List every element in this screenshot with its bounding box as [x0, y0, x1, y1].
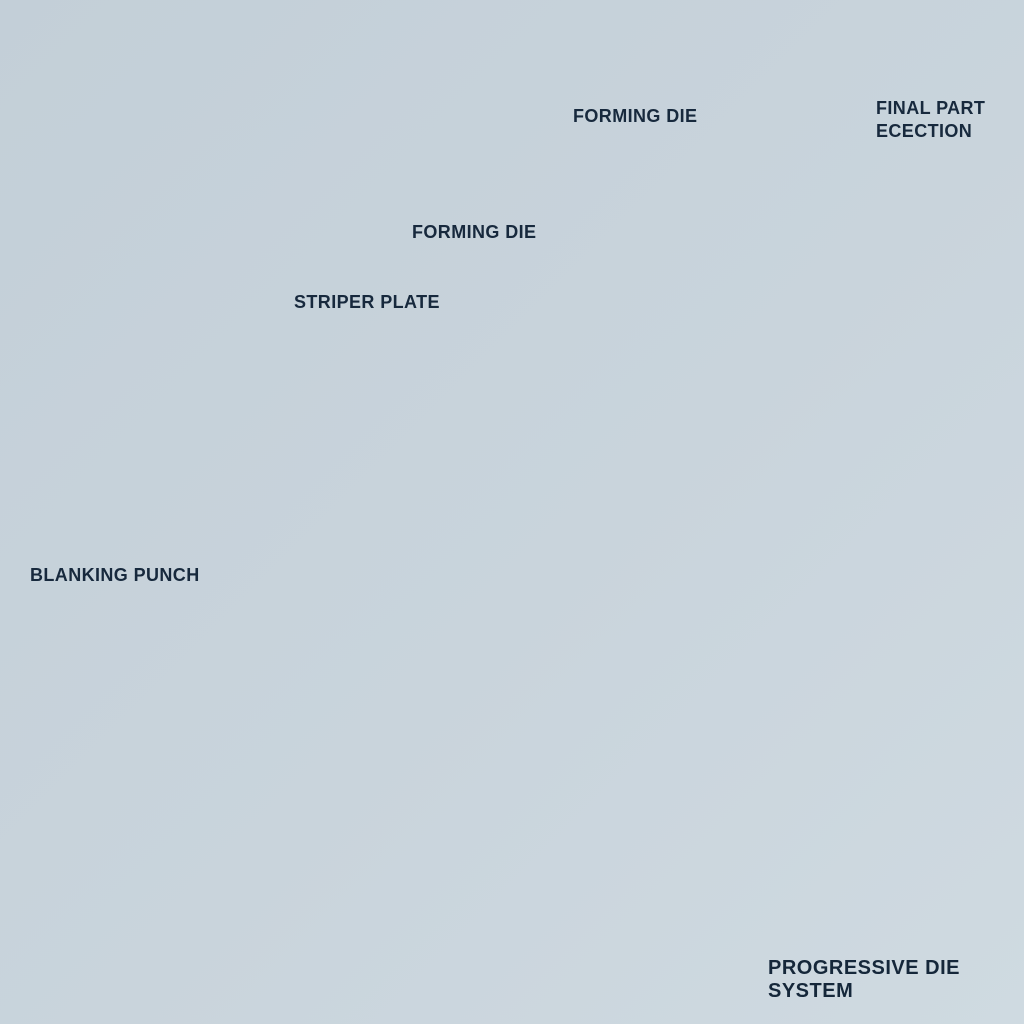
diagram-title: PROGRESSIVE DIE SYSTEM	[768, 957, 960, 1002]
label-blanking-punch: BLANKING PUNCH	[30, 565, 200, 585]
label-forming-die-top: FORMING DIE	[573, 106, 698, 126]
label-final-part-ejection: FINAL PART ECECTION	[876, 98, 986, 142]
label-forming-die-mid: FORMING DIE	[412, 222, 537, 242]
label-striper-plate: STRIPER PLATE	[294, 292, 440, 312]
